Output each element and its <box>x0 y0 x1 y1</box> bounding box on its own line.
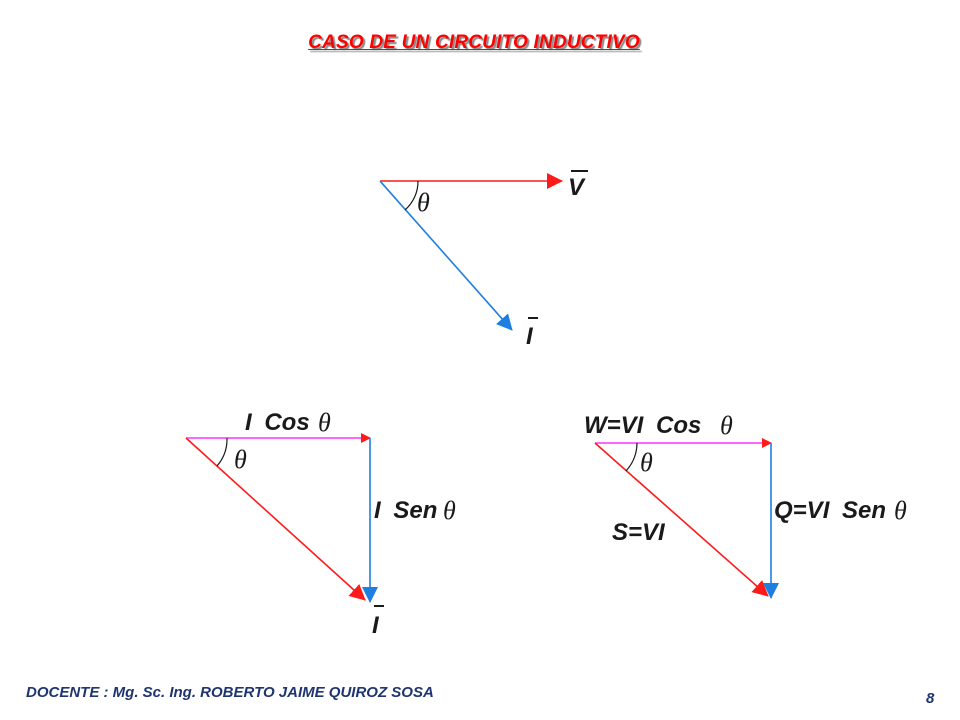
apparent-power-label: S=VI <box>612 519 666 546</box>
voltage-label: V <box>568 174 586 201</box>
current-vector <box>379 180 513 331</box>
angle-arc <box>216 437 228 467</box>
cos-label: I Cos <box>245 409 310 436</box>
angle-arc <box>625 442 638 472</box>
current-label: I <box>372 612 380 639</box>
active-prefix: W=VI <box>584 412 645 439</box>
angle-label: θ <box>234 445 247 474</box>
angle-label: θ <box>417 188 430 217</box>
sen-prefix: I <box>374 497 382 524</box>
active-text: Cos <box>656 412 701 439</box>
cos-theta: θ <box>318 408 331 437</box>
current-label: I <box>526 323 534 350</box>
sen-label: I Sen <box>374 497 437 524</box>
slide-title: CASO DE UN CIRCUITO INDUCTIVO <box>308 32 640 53</box>
sen-text: Sen <box>393 497 437 524</box>
current-triangle: I Cos θ θ I Sen θ I <box>185 408 456 639</box>
cos-prefix: I <box>245 409 253 436</box>
reactive-power-label: Q=VI Sen <box>774 497 886 524</box>
page-number: 8 <box>926 690 935 707</box>
sen-theta: θ <box>443 496 456 525</box>
footer-docente: DOCENTE : Mg. Sc. Ing. ROBERTO JAIME QUI… <box>26 684 434 701</box>
angle-label: θ <box>640 448 653 477</box>
reactive-text: Sen <box>842 497 886 524</box>
reactive-prefix: Q=VI <box>774 497 831 524</box>
reactive-theta: θ <box>894 496 907 525</box>
total-current-vector <box>185 437 366 601</box>
angle-arc <box>404 180 419 211</box>
active-theta: θ <box>720 411 733 440</box>
power-triangle: W=VI Cos θ θ Q=VI Sen θ S=VI <box>584 411 907 599</box>
apparent-power-vector <box>594 442 769 597</box>
cos-text: Cos <box>264 409 309 436</box>
active-power-label: W=VI Cos <box>584 412 701 439</box>
phasor-diagram: V I θ <box>379 170 588 350</box>
